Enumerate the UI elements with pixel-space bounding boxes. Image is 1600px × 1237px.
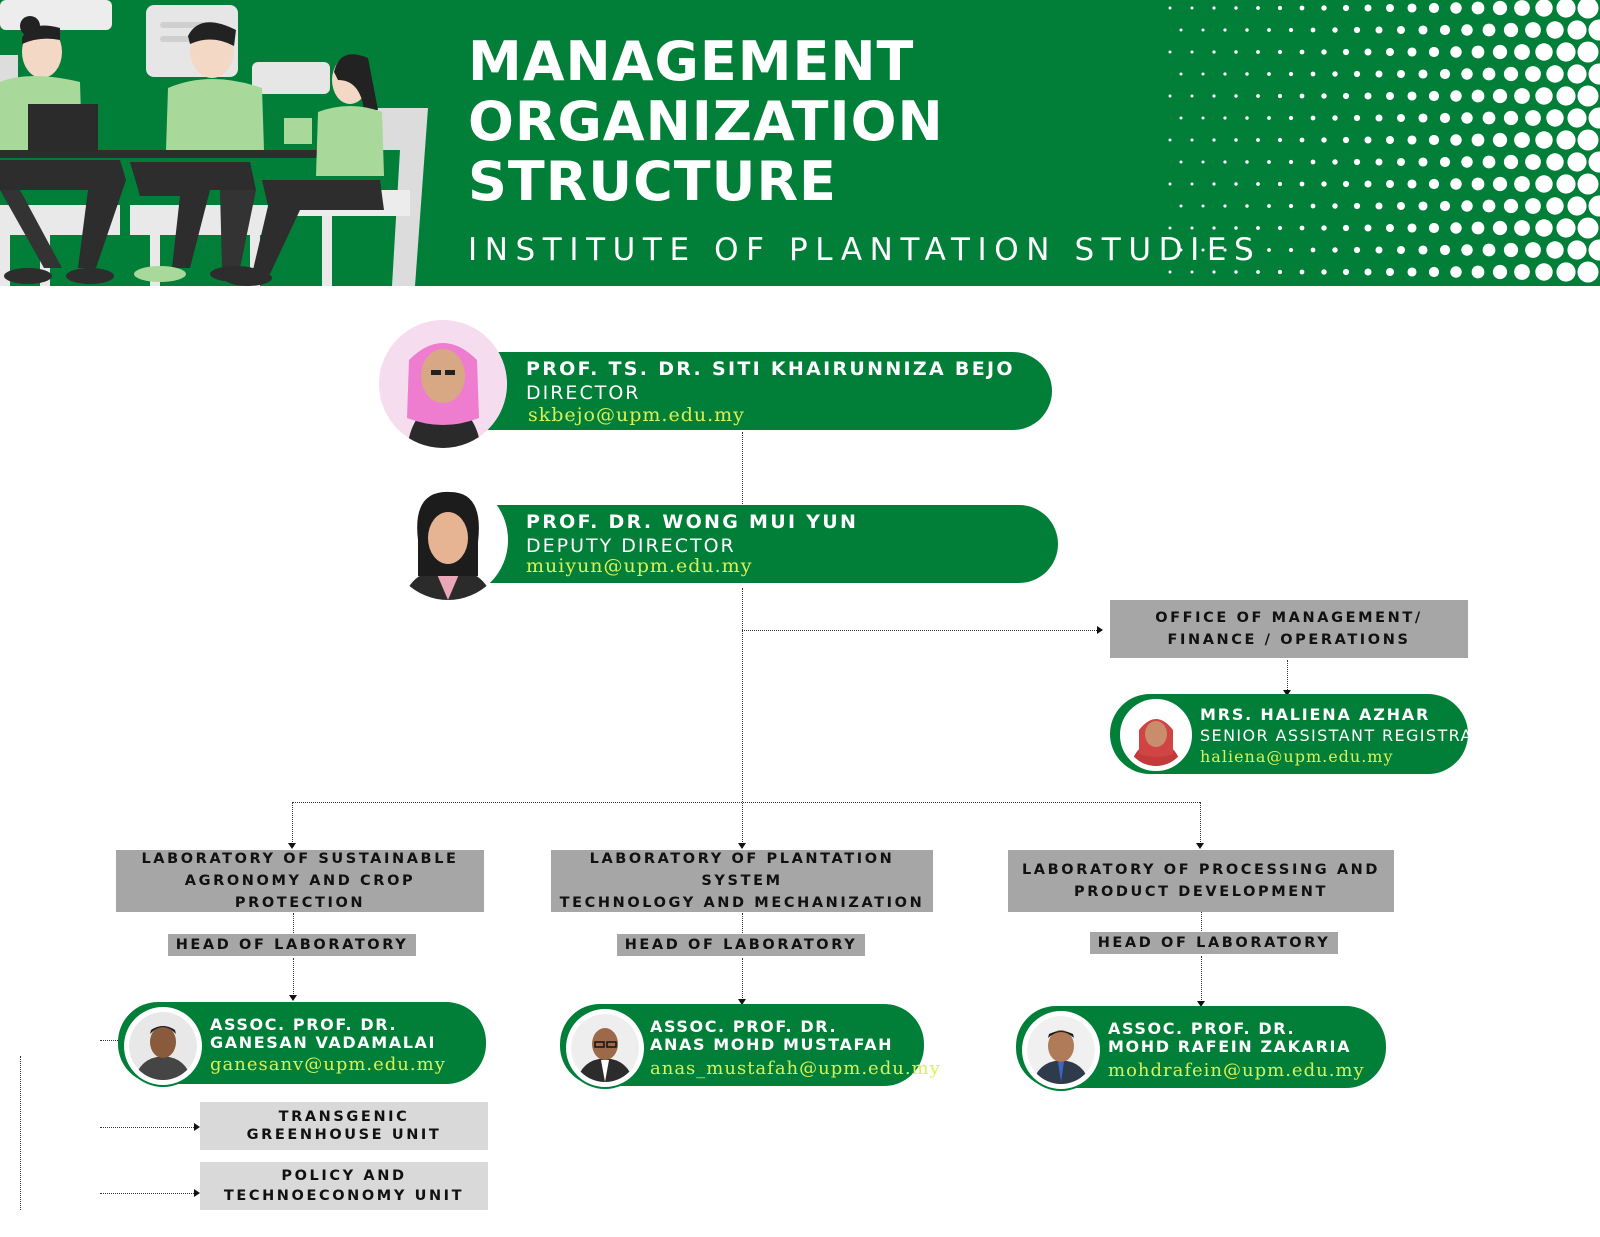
office-label-line-2: FINANCE / OPERATIONS <box>1167 629 1410 651</box>
lab-processing-product-box[interactable]: LABORATORY OF PROCESSING AND PRODUCT DEV… <box>1008 850 1394 912</box>
page-title-line-3: STRUCTURE <box>468 152 837 212</box>
lab-1-head-label: HEAD OF LABORATORY <box>168 934 416 956</box>
page-subtitle: INSTITUTE OF PLANTATION STUDIES <box>468 232 1261 268</box>
director-role: DIRECTOR <box>526 382 640 404</box>
lab-1-line-2: AGRONOMY AND CROP PROTECTION <box>116 870 484 914</box>
policy-technoeconomy-unit-box[interactable]: POLICY AND TECHNOECONOMY UNIT <box>200 1162 488 1210</box>
lab-1-head-email[interactable]: ganesanv@upm.edu.my <box>210 1054 446 1075</box>
page-title-line-2: ORGANIZATION <box>468 92 944 152</box>
lab-1-head-name-line-1: ASSOC. PROF. DR. <box>210 1016 397 1034</box>
unit-1-line-1: TRANSGENIC <box>279 1108 410 1126</box>
deputy-director-card[interactable]: PROF. DR. WONG MUI YUN DEPUTY DIRECTOR m… <box>480 505 1058 583</box>
lab-2-head-label: HEAD OF LABORATORY <box>617 934 865 956</box>
deputy-director-name: PROF. DR. WONG MUI YUN <box>526 511 858 533</box>
team-meeting-illustration <box>0 0 440 292</box>
deputy-director-role: DEPUTY DIRECTOR <box>526 535 736 557</box>
header-banner: MANAGEMENT ORGANIZATION STRUCTURE INSTIT… <box>0 0 1600 292</box>
transgenic-greenhouse-unit-box[interactable]: TRANSGENIC GREENHOUSE UNIT <box>200 1102 488 1150</box>
lab-3-head-avatar <box>1022 1011 1100 1089</box>
lab-3-line-1: LABORATORY OF PROCESSING AND <box>1022 859 1380 881</box>
lab-3-head-email[interactable]: mohdrafein@upm.edu.my <box>1108 1060 1365 1081</box>
office-head-role: SENIOR ASSISTANT REGISTRAR <box>1200 726 1485 745</box>
lab-sustainable-agronomy-box[interactable]: LABORATORY OF SUSTAINABLE AGRONOMY AND C… <box>116 850 484 912</box>
lab-plantation-system-box[interactable]: LABORATORY OF PLANTATION SYSTEM TECHNOLO… <box>551 850 933 912</box>
lab-3-head-name-line-1: ASSOC. PROF. DR. <box>1108 1020 1295 1038</box>
page-title-line-1: MANAGEMENT <box>468 32 914 92</box>
office-head-name: MRS. HALIENA AZHAR <box>1200 705 1430 724</box>
unit-1-line-2: GREENHOUSE UNIT <box>247 1126 442 1144</box>
director-email[interactable]: skbejo@upm.edu.my <box>528 404 745 426</box>
office-label-line-1: OFFICE OF MANAGEMENT/ <box>1155 607 1422 629</box>
lab-2-head-name-line-1: ASSOC. PROF. DR. <box>650 1018 837 1036</box>
unit-2-line-2: TECHNOECONOMY UNIT <box>224 1186 464 1206</box>
deputy-director-email[interactable]: muiyun@upm.edu.my <box>526 555 752 577</box>
deputy-director-avatar <box>388 480 508 600</box>
director-name: PROF. TS. DR. SITI KHAIRUNNIZA BEJO <box>526 358 1015 380</box>
lab-2-line-2: TECHNOLOGY AND MECHANIZATION <box>560 892 925 914</box>
office-management-box[interactable]: OFFICE OF MANAGEMENT/ FINANCE / OPERATIO… <box>1110 600 1468 658</box>
lab-2-head-email[interactable]: anas_mustafah@upm.edu.my <box>650 1058 941 1079</box>
lab-2-head-name-line-2: ANAS MOHD MUSTAFAH <box>650 1036 893 1054</box>
unit-2-line-1: POLICY AND <box>281 1166 406 1186</box>
lab-3-line-2: PRODUCT DEVELOPMENT <box>1074 881 1328 903</box>
director-avatar <box>379 320 507 448</box>
lab-2-line-1: LABORATORY OF PLANTATION SYSTEM <box>551 848 933 892</box>
office-head-email[interactable]: haliena@upm.edu.my <box>1200 747 1394 766</box>
halftone-dot-pattern <box>1160 0 1600 290</box>
lab-3-head-label: HEAD OF LABORATORY <box>1090 932 1338 954</box>
lab-1-head-avatar <box>124 1007 202 1085</box>
office-head-avatar <box>1120 699 1192 771</box>
banner-edge <box>0 286 1600 292</box>
lab-1-line-1: LABORATORY OF SUSTAINABLE <box>141 848 458 870</box>
lab-1-head-name-line-2: GANESAN VADAMALAI <box>210 1034 436 1052</box>
director-card[interactable]: PROF. TS. DR. SITI KHAIRUNNIZA BEJO DIRE… <box>480 352 1052 430</box>
lab-2-head-avatar <box>566 1009 644 1087</box>
lab-3-head-name-line-2: MOHD RAFEIN ZAKARIA <box>1108 1038 1351 1056</box>
